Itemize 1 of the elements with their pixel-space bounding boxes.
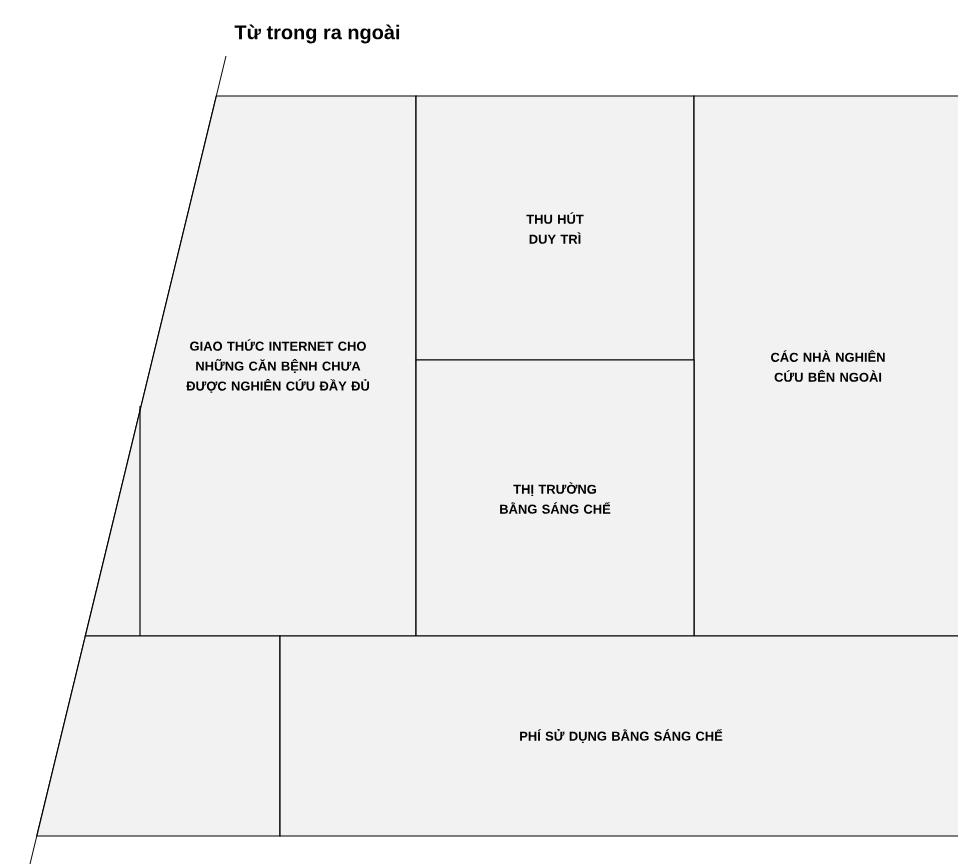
title: Từ trong ra ngoài [234,24,400,44]
